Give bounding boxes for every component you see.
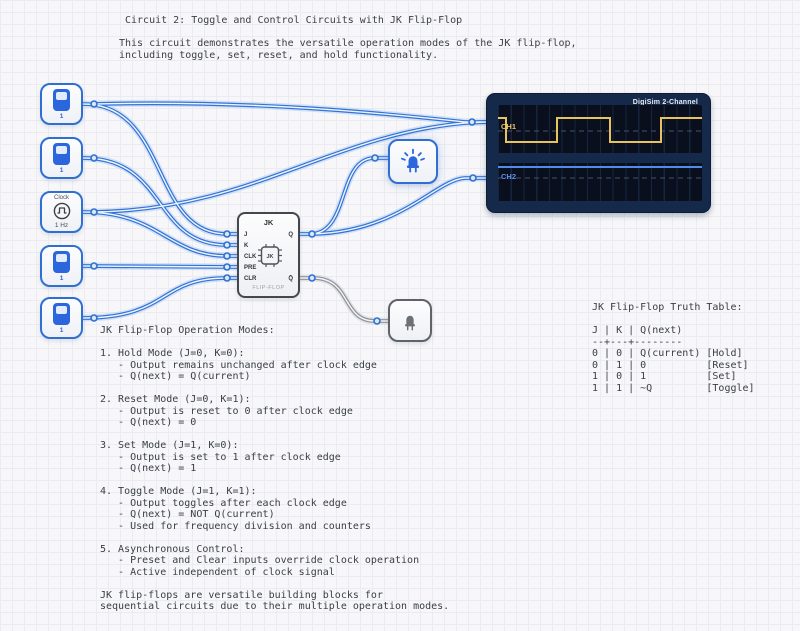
operation-modes-notes: JK Flip-Flop Operation Modes: 1. Hold Mo… xyxy=(100,325,450,612)
led-output-off[interactable] xyxy=(388,299,432,342)
oscilloscope-ch1-screen: CH1 xyxy=(498,105,702,153)
wire-toggle1-scope-ch1 xyxy=(92,101,489,124)
oscilloscope-title: DigiSim 2-Channel xyxy=(632,99,698,106)
led-off-icon xyxy=(405,315,415,330)
inactive-wire xyxy=(298,276,390,323)
truth-table: JK Flip-Flop Truth Table: J | K | Q(next… xyxy=(592,302,755,394)
clock-label: Clock xyxy=(53,195,69,201)
flip-flop-title: JK xyxy=(263,218,274,227)
circuit-title: Circuit 2: Toggle and Control Circuits w… xyxy=(125,15,463,26)
ch2-waveform xyxy=(498,166,702,179)
toggle-input-clr[interactable]: 1 xyxy=(40,297,83,339)
circuit-description: This circuit demonstrates the versatile … xyxy=(119,38,577,61)
wire-qbar-led xyxy=(298,276,390,323)
pin-label-k: K xyxy=(244,243,249,249)
ch1-waveform xyxy=(498,117,702,143)
ch2-label: CH2 xyxy=(501,172,517,181)
toggle-switch-icon xyxy=(53,250,70,273)
wire-toggle1-j xyxy=(81,102,239,236)
clock-source[interactable]: Clock 1 Hz xyxy=(40,191,83,233)
clock-icon xyxy=(53,202,70,220)
toggle-value: 1 xyxy=(59,326,64,334)
wire-toggle5-clr xyxy=(81,276,239,320)
oscilloscope-ch2-screen: CH2 xyxy=(498,163,702,201)
toggle-input-pre[interactable]: 1 xyxy=(40,245,83,287)
pin-label-pre: PRE xyxy=(244,265,257,271)
pin-label-clk: CLK xyxy=(244,254,257,260)
toggle-input-k[interactable]: 1 xyxy=(40,137,83,179)
led-on-icon xyxy=(401,148,425,173)
toggle-value: 1 xyxy=(59,274,64,282)
wire-q-scope-ch2 xyxy=(310,176,489,236)
flip-flop-type-label: FLIP-FLOP xyxy=(252,285,285,291)
ch1-label: CH1 xyxy=(501,122,517,131)
pin-label-q: Q xyxy=(288,232,293,238)
pin-label-qbar: Q̄ xyxy=(288,276,293,282)
chip-icon: JK xyxy=(258,244,282,267)
wire-q-led xyxy=(298,156,390,236)
led-output-lit[interactable] xyxy=(388,139,438,184)
clock-frequency: 1 Hz xyxy=(54,222,69,229)
pin-label-j: J xyxy=(244,232,248,238)
chip-label: JK xyxy=(266,254,273,260)
wire-toggle4-pre xyxy=(81,264,239,269)
toggle-value: 1 xyxy=(59,166,64,174)
wire-clock-clk xyxy=(81,210,239,258)
oscilloscope[interactable]: DigiSim 2-Channel CH1 CH2 xyxy=(486,93,711,213)
jk-flip-flop[interactable]: JK J K CLK PRE CLR Q Q̄ JK FLIP-FLOP xyxy=(237,212,300,298)
wire-toggle2-k xyxy=(81,156,239,247)
toggle-value: 1 xyxy=(59,112,64,120)
toggle-switch-icon xyxy=(53,142,70,165)
toggle-input-j[interactable]: 1 xyxy=(40,83,83,125)
toggle-switch-icon xyxy=(53,88,70,111)
pin-label-clr: CLR xyxy=(244,276,257,282)
toggle-switch-icon xyxy=(53,302,70,325)
